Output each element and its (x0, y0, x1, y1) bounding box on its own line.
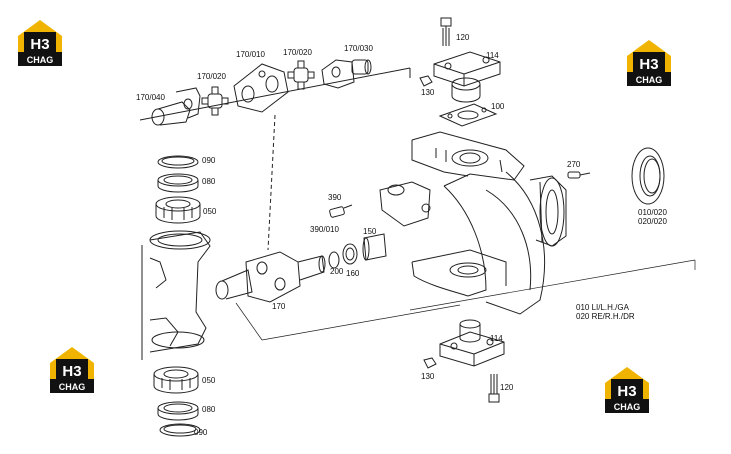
axle-housing (141, 230, 211, 360)
king-pin-cover-114-top (433, 51, 501, 103)
label-200: 200 (330, 267, 344, 276)
label-130-bottom: 130 (421, 372, 435, 381)
cardan-shaft-170 (215, 251, 326, 303)
label-050-bottom: 050 (202, 376, 216, 385)
assembly-baseline-top (139, 67, 411, 121)
label-270: 270 (567, 160, 581, 169)
logo-word-text: CHAG (59, 382, 86, 392)
logo-h3-text: H3 (62, 363, 81, 380)
seal-ring-090-top (157, 155, 199, 169)
assembly-baseline-right (409, 259, 696, 311)
label-170-040: 170/040 (136, 93, 165, 102)
label-080-top: 080 (202, 177, 216, 186)
washer-130-bottom (423, 357, 437, 369)
bolt-120-top (440, 17, 452, 46)
bushing-200 (328, 251, 340, 269)
cross-170-020 (201, 86, 229, 116)
label-390-010: 390/010 (310, 225, 339, 234)
shim-100 (438, 103, 498, 127)
label-114-top: 114 (486, 51, 499, 60)
logo-top-right: H3 CHAG (627, 40, 671, 86)
seal-ring-090-bottom (159, 423, 201, 437)
label-050-top: 050 (203, 207, 217, 216)
washer-130-top (419, 75, 433, 87)
label-120-bottom: 120 (500, 383, 514, 392)
label-130-top: 130 (421, 88, 435, 97)
label-120-top: 120 (456, 33, 470, 42)
label-170-020-a: 170/020 (197, 72, 226, 81)
logo-bottom-left: H3 CHAG (50, 347, 94, 393)
label-150: 150 (363, 227, 377, 236)
center-housing-170-010 (233, 63, 289, 113)
logo-h3-text: H3 (639, 56, 658, 73)
label-020-020: 020/020 (638, 217, 667, 226)
logo-bottom-right: H3 CHAG (605, 367, 649, 413)
label-010-lh: 010 LI/L.H./GA (576, 303, 630, 312)
label-170: 170 (272, 302, 286, 311)
centerline-dashed (267, 114, 276, 251)
seal-ring-010-020 (631, 147, 665, 205)
bolt-120-bottom (488, 374, 500, 403)
ring-080-top (157, 173, 199, 193)
logo-h3-text: H3 (30, 36, 49, 53)
label-114-bottom: 114 (490, 334, 503, 343)
plug-390 (329, 204, 353, 218)
screw-270 (567, 171, 591, 179)
bushing-150 (362, 233, 387, 261)
label-160: 160 (346, 269, 360, 278)
label-090-top: 090 (202, 156, 216, 165)
label-010-020: 010/020 (638, 208, 667, 217)
logo-top-left: H3 CHAG (18, 20, 62, 66)
logo-word-text: CHAG (614, 402, 641, 412)
label-100: 100 (491, 102, 505, 111)
label-020-rh: 020 RE/R.H./DR (576, 312, 635, 321)
logo-word-text: CHAG (27, 55, 54, 65)
label-170-020-b: 170/020 (283, 48, 312, 57)
cross-170-020-b (287, 60, 315, 90)
logo-h3-text: H3 (617, 383, 636, 400)
label-170-010: 170/010 (236, 50, 265, 59)
label-090-bottom: 090 (194, 428, 208, 437)
ring-080-bottom (157, 401, 199, 421)
bearing-050-bottom (153, 366, 199, 394)
seal-160 (342, 243, 358, 265)
label-170-030: 170/030 (344, 44, 373, 53)
yoke-170-030 (321, 59, 372, 89)
label-080-bottom: 080 (202, 405, 216, 414)
king-pin-cover-114-bottom (439, 319, 505, 367)
label-390: 390 (328, 193, 342, 202)
logo-word-text: CHAG (636, 75, 663, 85)
yoke-170-040 (151, 87, 201, 126)
bearing-050-top (155, 196, 201, 224)
steering-knuckle (379, 131, 567, 315)
